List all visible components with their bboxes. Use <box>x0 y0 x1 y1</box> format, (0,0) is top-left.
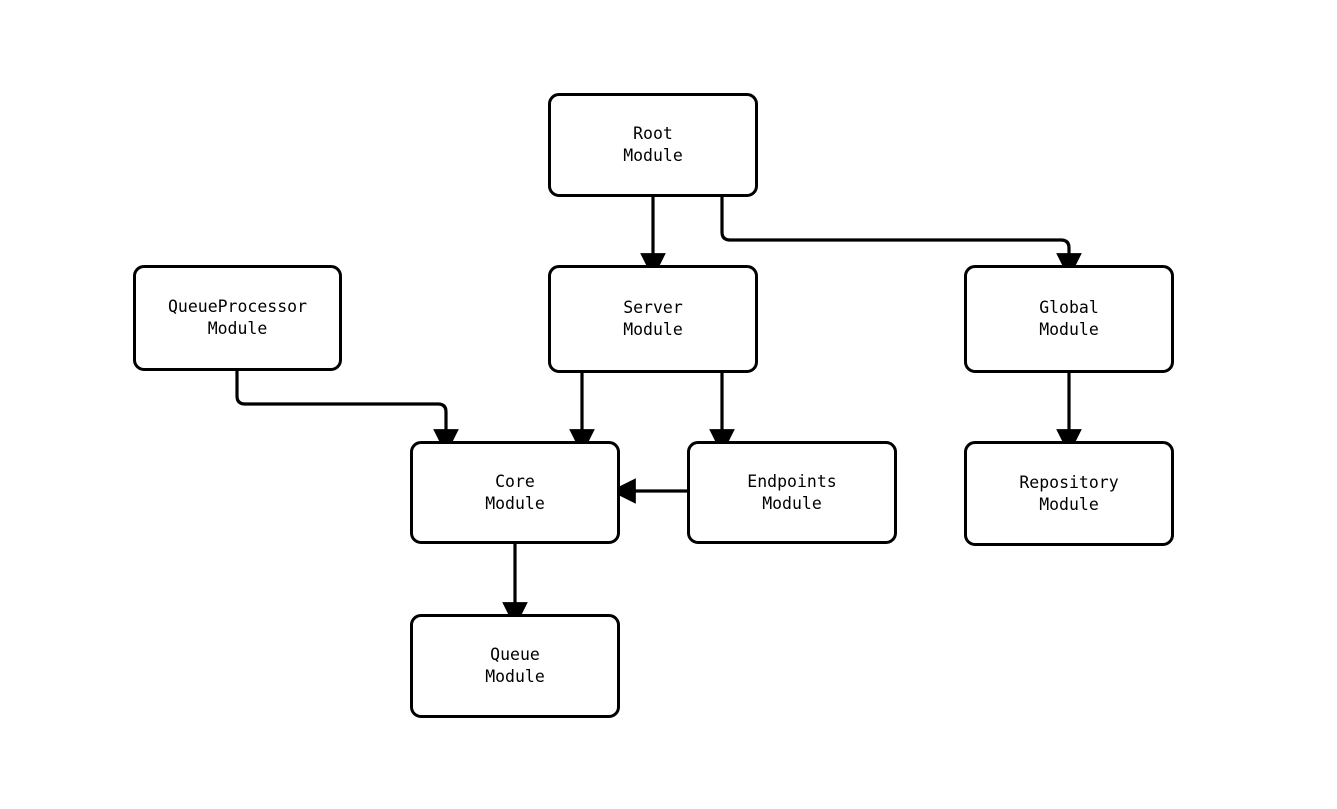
node-queueprocessor-module[interactable]: QueueProcessor Module <box>133 265 342 371</box>
node-label: Core Module <box>485 471 545 513</box>
node-queue-module[interactable]: Queue Module <box>410 614 620 718</box>
node-label: Endpoints Module <box>747 471 837 513</box>
node-label: Server Module <box>623 298 683 339</box>
node-global-module[interactable]: Global Module <box>964 265 1174 373</box>
edge-queueprocessor-to-core <box>235 371 459 455</box>
node-endpoints-module[interactable]: Endpoints Module <box>687 441 897 544</box>
node-repository-module[interactable]: Repository Module <box>964 441 1174 546</box>
node-label: Global Module <box>1039 298 1099 339</box>
node-label: Repository Module <box>1019 472 1119 514</box>
node-label: Queue Module <box>485 645 545 686</box>
edge-root-to-global <box>720 197 1082 279</box>
node-root-module[interactable]: Root Module <box>548 93 758 197</box>
node-core-module[interactable]: Core Module <box>410 441 620 544</box>
node-server-module[interactable]: Server Module <box>548 265 758 373</box>
node-label: Root Module <box>623 124 683 165</box>
node-label: QueueProcessor Module <box>167 297 308 338</box>
